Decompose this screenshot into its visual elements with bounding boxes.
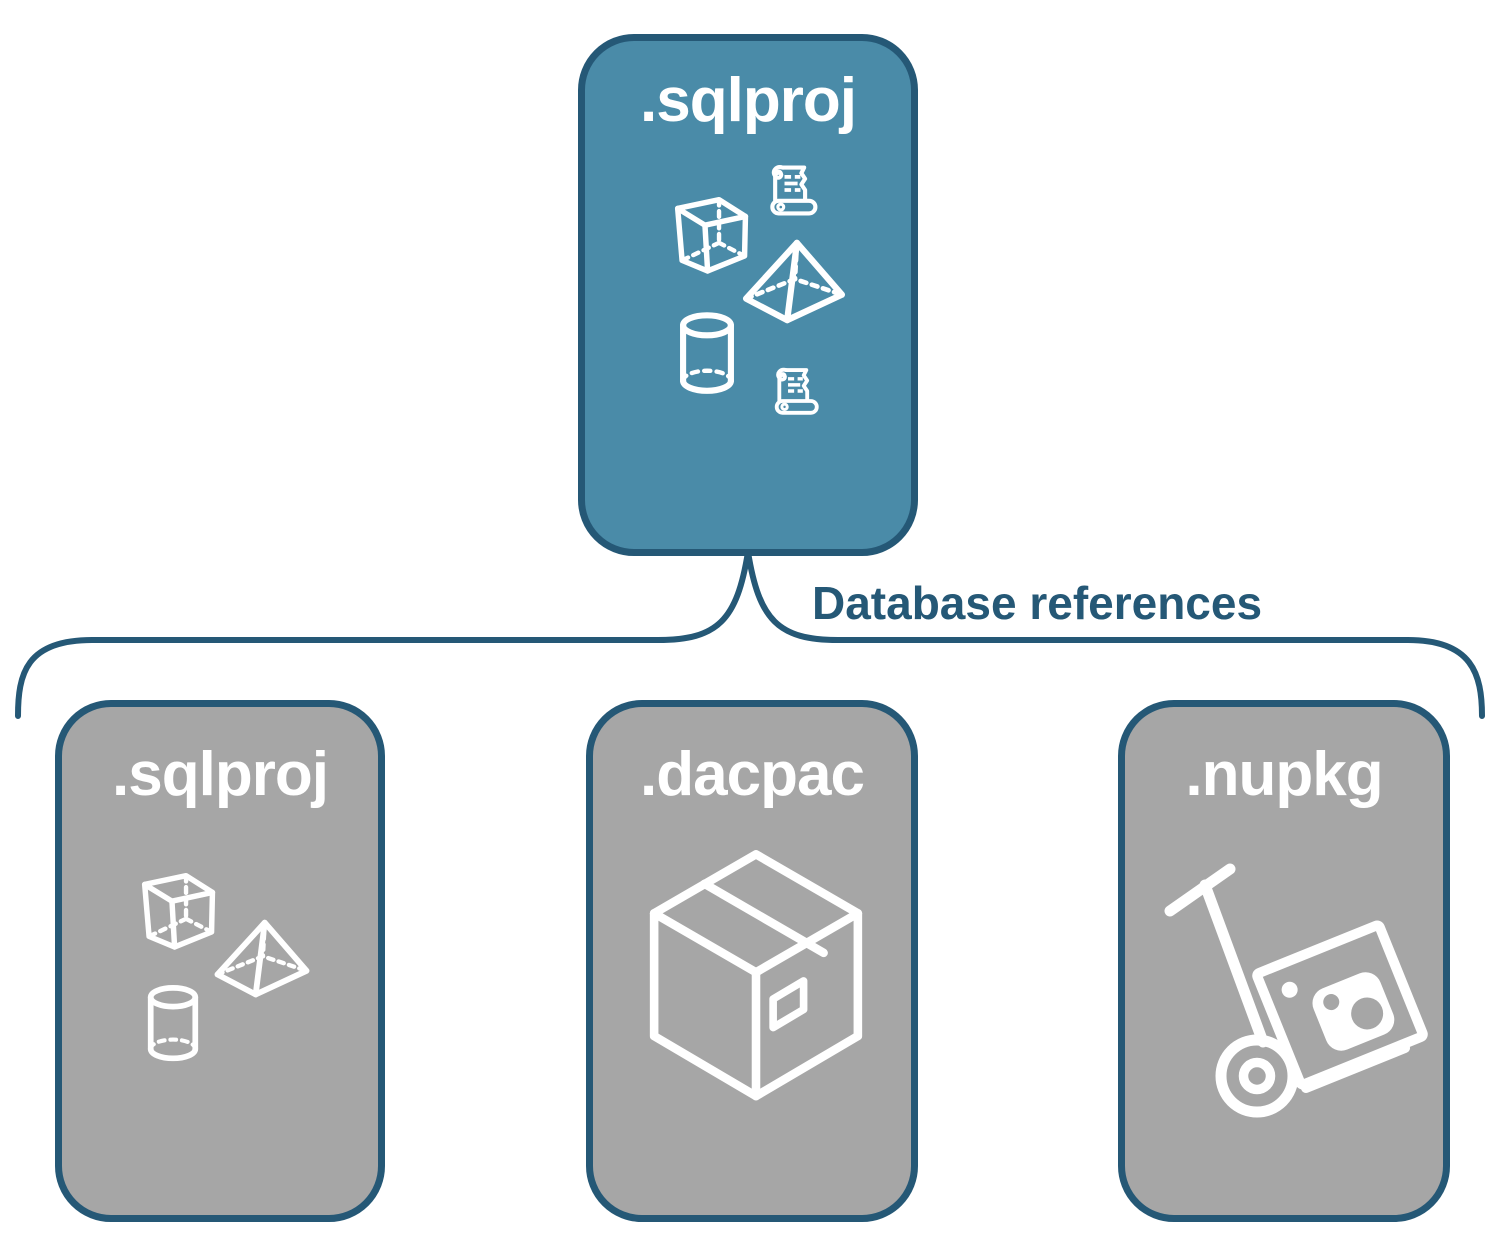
scroll-icon xyxy=(770,165,818,216)
child-node-dacpac: .dacpac xyxy=(586,700,918,1222)
child-node-sqlproj: .sqlproj xyxy=(55,700,385,1222)
child-node-title: .nupkg xyxy=(1185,740,1383,809)
child-node-title: .dacpac xyxy=(640,740,865,809)
connector-label: Database references xyxy=(812,577,1263,629)
cylinder-icon xyxy=(147,985,199,1062)
scroll-icon xyxy=(774,367,819,415)
brace-path xyxy=(15,551,1485,719)
hand-truck-icon xyxy=(1164,863,1428,1118)
cube-icon xyxy=(674,196,749,274)
pyramid-icon xyxy=(214,919,310,998)
cylinder-icon xyxy=(680,312,734,394)
pyramid-icon xyxy=(742,239,846,324)
child-node-title: .sqlproj xyxy=(112,740,329,809)
root-node-sqlproj: .sqlproj xyxy=(578,34,918,556)
child-node-nupkg: .nupkg xyxy=(1118,700,1450,1222)
root-node-title: .sqlproj xyxy=(640,66,857,135)
package-box-icon xyxy=(649,850,863,1101)
cube-icon xyxy=(141,872,216,950)
